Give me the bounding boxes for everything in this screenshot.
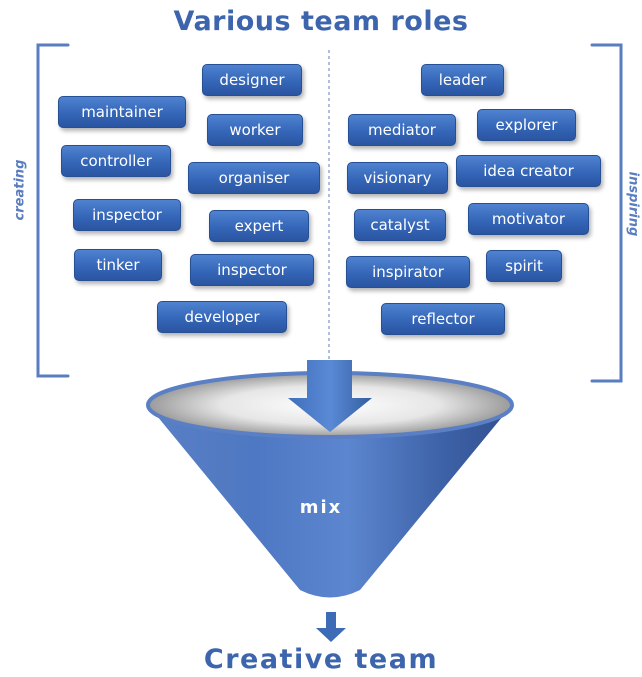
role-reflector: reflector bbox=[381, 303, 505, 335]
role-worker: worker bbox=[207, 114, 303, 146]
arrow-into-funnel bbox=[288, 360, 372, 432]
role-inspector-2: inspector bbox=[190, 254, 314, 286]
role-inspirator: inspirator bbox=[346, 256, 470, 288]
funnel-label: mix bbox=[299, 497, 343, 518]
funnel-body bbox=[148, 405, 512, 598]
role-inspector: inspector bbox=[73, 199, 181, 231]
role-organiser: organiser bbox=[188, 162, 320, 194]
role-controller: controller bbox=[61, 145, 171, 177]
role-maintainer: maintainer bbox=[58, 96, 186, 128]
inspiring-label: inspiring bbox=[625, 171, 641, 237]
role-catalyst: catalyst bbox=[354, 209, 446, 241]
role-explorer: explorer bbox=[477, 109, 576, 141]
role-designer: designer bbox=[202, 64, 302, 96]
role-mediator: mediator bbox=[348, 114, 456, 146]
role-visionary: visionary bbox=[347, 162, 448, 194]
role-expert: expert bbox=[209, 210, 309, 242]
left-bracket bbox=[36, 43, 70, 378]
role-spirit: spirit bbox=[486, 250, 562, 282]
arrow-out-of-funnel bbox=[316, 612, 346, 642]
role-idea-creator: idea creator bbox=[456, 155, 601, 187]
creating-label: creating bbox=[12, 159, 28, 221]
diagram-title: Various team roles bbox=[173, 6, 469, 37]
role-motivator: motivator bbox=[468, 203, 589, 235]
role-leader: leader bbox=[421, 64, 504, 96]
result-label: Creative team bbox=[203, 644, 439, 675]
role-developer: developer bbox=[157, 301, 287, 333]
right-bracket bbox=[590, 43, 623, 383]
role-tinker: tinker bbox=[74, 249, 162, 281]
